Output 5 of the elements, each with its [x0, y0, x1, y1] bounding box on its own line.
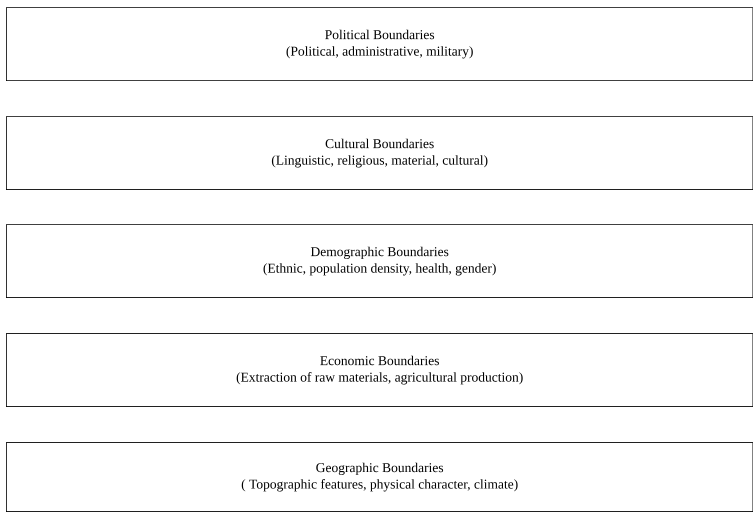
category-box: Cultural Boundaries (Linguistic, religious, material, cultural): [6, 116, 753, 190]
category-box: Demographic Boundaries (Ethnic, population density, health, gender): [6, 224, 753, 298]
category-box: Economic Boundaries (Extraction of raw materials, agricultural production): [6, 333, 753, 407]
category-box: Political Boundaries (Political, administrative, military): [6, 7, 753, 81]
category-box: Geographic Boundaries ( Topographic features, physical character, climate): [6, 442, 753, 512]
